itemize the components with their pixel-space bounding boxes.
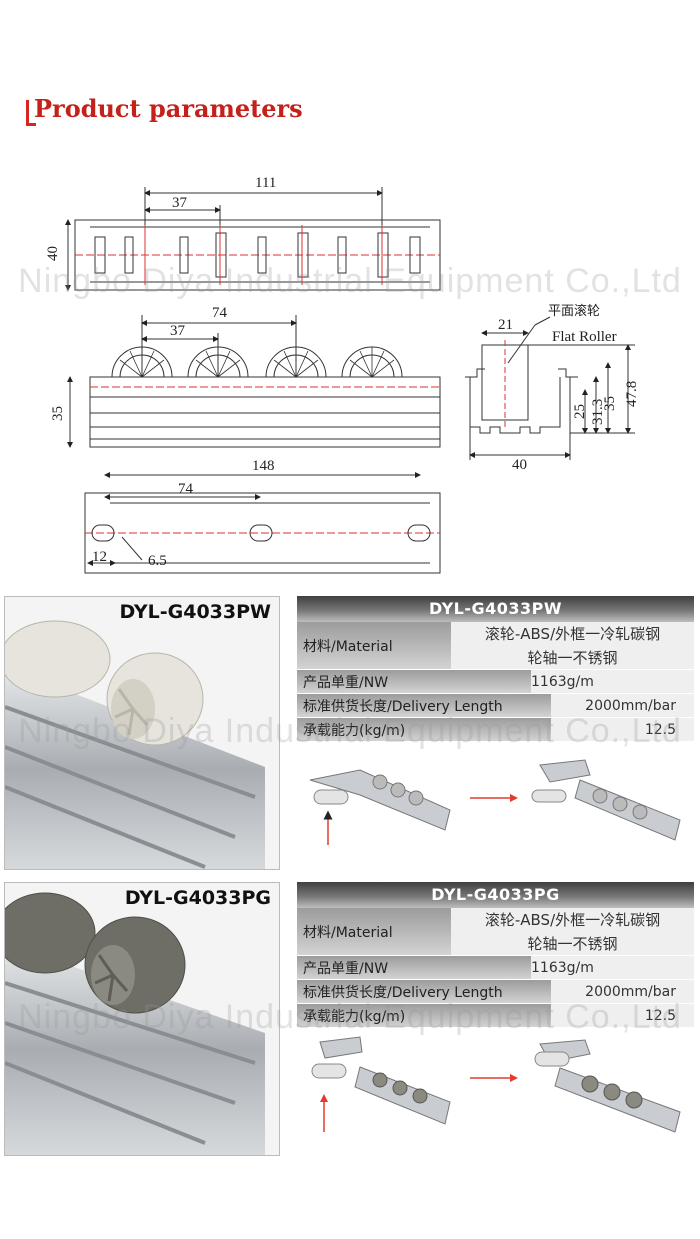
- spec-row-material: 材料/Material 滚轮-ABS/外框一冷轧碳钢 轮轴一不锈钢: [297, 622, 694, 670]
- material-line: 滚轮-ABS/外框一冷轧碳钢: [484, 624, 661, 643]
- title-corner-mark: [26, 100, 36, 126]
- spec-row-length: 标准供货长度/Delivery Length 2000mm/bar: [297, 980, 694, 1004]
- spec-value: 滚轮-ABS/外框一冷轧碳钢 轮轴一不锈钢: [451, 622, 694, 669]
- dim-bottom-span: 74: [178, 481, 194, 497]
- dim-35: 35: [602, 396, 618, 411]
- dim-top-length: 111: [255, 175, 276, 191]
- product-photo-pg: DYL-G4033PG: [4, 882, 280, 1156]
- spec-key: 产品单重/NW: [297, 956, 551, 979]
- model-label: DYL-G4033PW: [119, 601, 272, 623]
- spec-table-pw: DYL-G4033PW 材料/Material 滚轮-ABS/外框一冷轧碳钢 轮…: [297, 596, 694, 742]
- dim-bottom-length: 148: [252, 458, 275, 474]
- dim-side-span: 74: [212, 305, 228, 321]
- spec-row-weight: 产品单重/NW 1163g/m: [297, 956, 694, 980]
- spec-row-load: 承载能力(kg/m) 12.5: [297, 718, 694, 742]
- product-photo-pw: DYL-G4033PW: [4, 596, 280, 870]
- spec-key: 产品单重/NW: [297, 670, 551, 693]
- dim-top-pitch: 37: [172, 195, 188, 211]
- spec-value: 1163g/m: [531, 670, 694, 693]
- spec-model-header: DYL-G4033PW: [297, 596, 694, 622]
- spec-key: 材料/Material: [297, 908, 451, 955]
- model-label: DYL-G4033PG: [124, 887, 271, 909]
- spec-table-pg: DYL-G4033PG 材料/Material 滚轮-ABS/外框一冷轧碳钢 轮…: [297, 882, 694, 1028]
- spec-model-header: DYL-G4033PG: [297, 882, 694, 908]
- top-view: [65, 187, 441, 291]
- spec-row-load: 承载能力(kg/m) 12.5: [297, 1004, 694, 1028]
- spec-value: 2000mm/bar: [551, 980, 694, 1003]
- material-line: 轮轴一不锈钢: [527, 934, 618, 953]
- dim-25: 25: [572, 404, 588, 419]
- spec-value: 12.5: [551, 718, 694, 741]
- spec-key: 标准供货长度/Delivery Length: [297, 694, 551, 717]
- install-illustration-pg: [311, 1036, 681, 1133]
- spec-value: 12.5: [551, 1004, 694, 1027]
- dim-47-8: 47.8: [624, 381, 640, 407]
- spec-value: 滚轮-ABS/外框一冷轧碳钢 轮轴一不锈钢: [451, 908, 694, 955]
- section-view: [465, 316, 635, 460]
- dim-top-height: 40: [45, 246, 61, 261]
- spec-key: 标准供货长度/Delivery Length: [297, 980, 551, 1003]
- dim-bottom-edge: 12: [92, 549, 107, 565]
- section-callout-en: Flat Roller: [552, 329, 617, 345]
- material-line: 轮轴一不锈钢: [527, 648, 618, 667]
- bottom-view: [84, 472, 441, 574]
- spec-row-weight: 产品单重/NW 1163g/m: [297, 670, 694, 694]
- dim-base-width: 40: [512, 457, 527, 473]
- spec-key: 承载能力(kg/m): [297, 718, 551, 741]
- dim-31-3: 31.3: [590, 399, 606, 425]
- side-view: [67, 315, 441, 448]
- spec-row-material: 材料/Material 滚轮-ABS/外框一冷轧碳钢 轮轴一不锈钢: [297, 908, 694, 956]
- dim-side-pitch: 37: [170, 323, 186, 339]
- dim-side-height: 35: [50, 406, 66, 421]
- section-title: Product parameters: [26, 92, 326, 132]
- dim-roller-width: 21: [498, 317, 513, 333]
- page-title: Product parameters: [34, 94, 303, 123]
- dim-bottom-hole: 6.5: [148, 553, 167, 569]
- spec-row-length: 标准供货长度/Delivery Length 2000mm/bar: [297, 694, 694, 718]
- section-callout-cn: 平面滚轮: [548, 303, 600, 319]
- roller-shape: [5, 892, 96, 974]
- material-line: 滚轮-ABS/外框一冷轧碳钢: [484, 910, 661, 929]
- spec-value: 1163g/m: [531, 956, 694, 979]
- spec-key: 材料/Material: [297, 622, 451, 669]
- spec-key: 承载能力(kg/m): [297, 1004, 551, 1027]
- roller-shape: [5, 620, 111, 698]
- spec-value: 2000mm/bar: [551, 694, 694, 717]
- technical-drawing: 111 37 40 74 37 35 平面滚轮 Flat Roller 21 4…: [45, 175, 640, 574]
- install-illustration-pw: [309, 759, 681, 845]
